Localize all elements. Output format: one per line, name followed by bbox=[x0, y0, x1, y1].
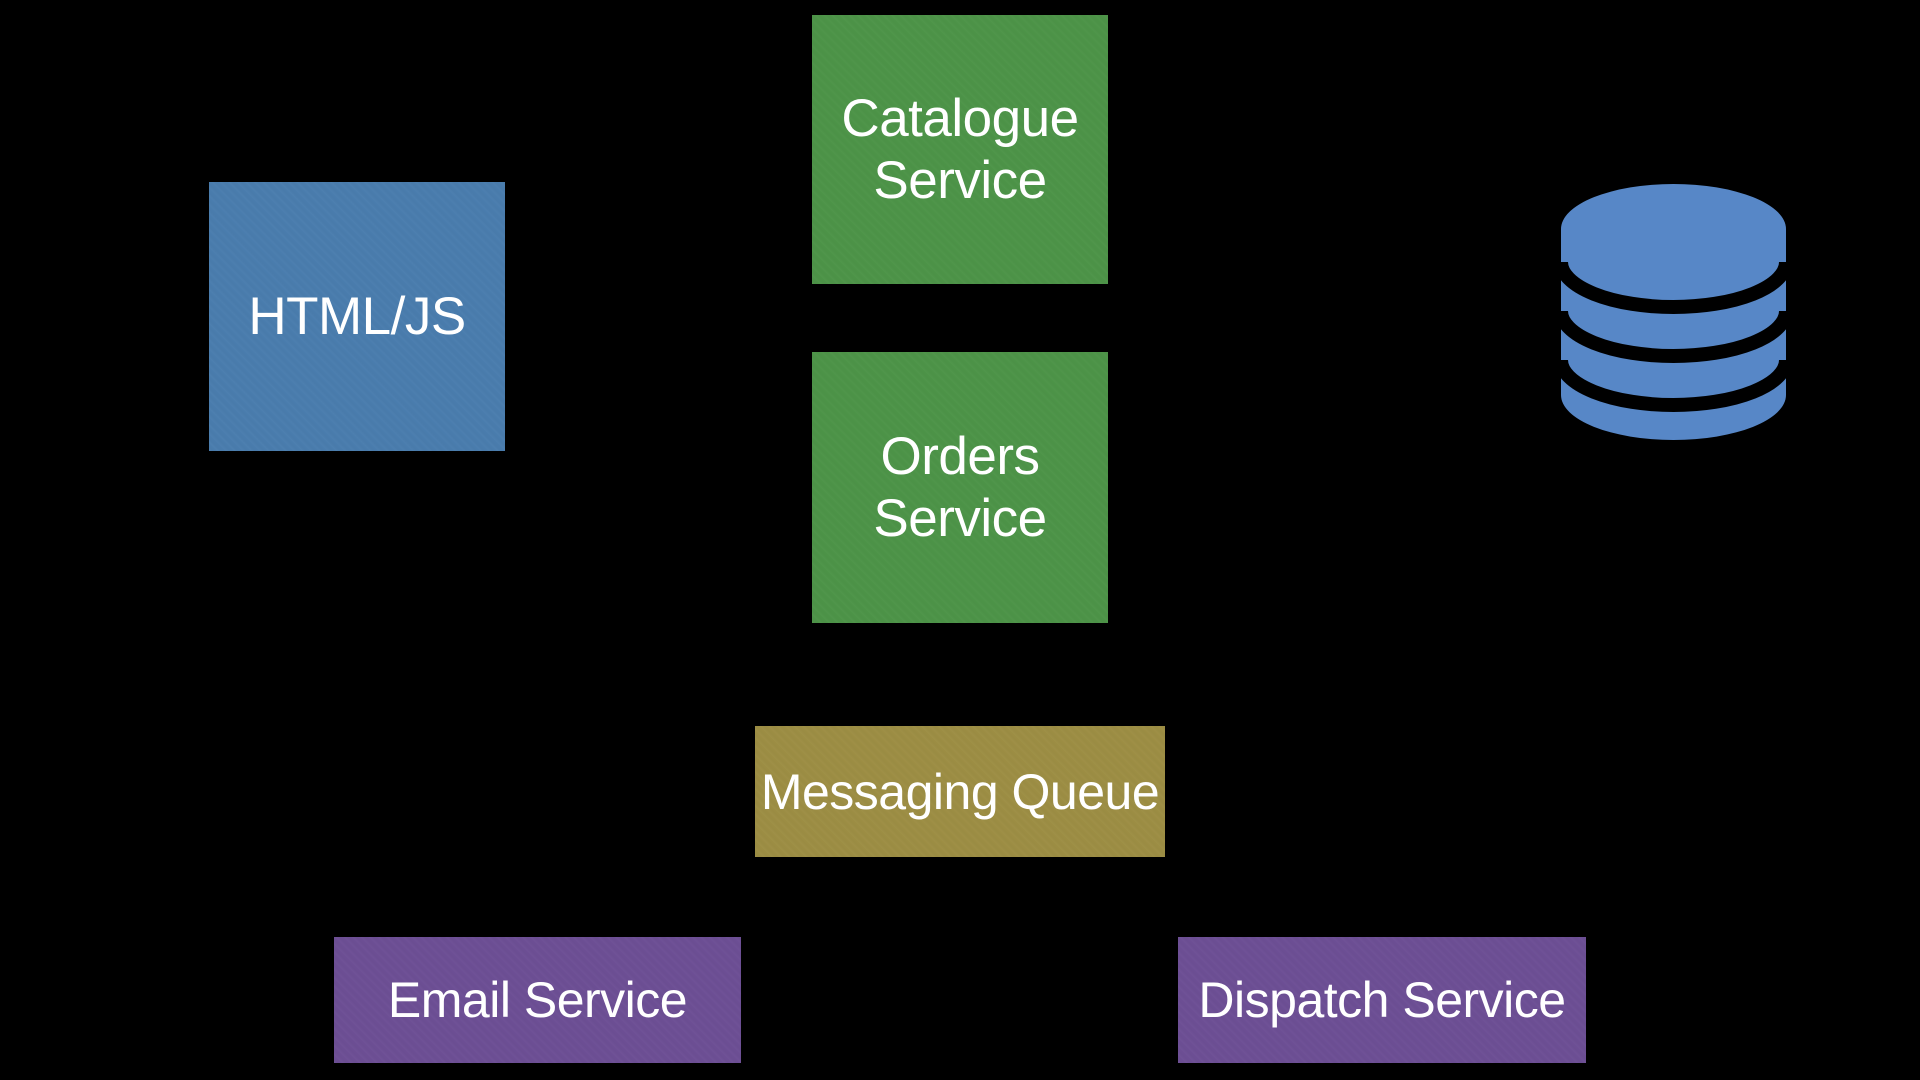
database-icon-separator bbox=[1560, 310, 1787, 363]
node-email-service: Email Service bbox=[334, 937, 741, 1063]
node-dispatch-service: Dispatch Service bbox=[1178, 937, 1586, 1063]
node-catalogue-service-label-line2: Service bbox=[873, 150, 1047, 210]
database-icon-separator bbox=[1560, 261, 1787, 314]
node-catalogue-service-label-line1: Catalogue bbox=[841, 89, 1079, 149]
node-catalogue-service: Catalogue Service bbox=[812, 15, 1108, 284]
node-dispatch-service-label: Dispatch Service bbox=[1198, 972, 1566, 1028]
node-html-js-label: HTML/JS bbox=[248, 287, 466, 346]
node-email-service-label: Email Service bbox=[387, 972, 688, 1028]
node-orders-service-label-line2: Service bbox=[873, 488, 1047, 548]
node-messaging-queue: Messaging Queue bbox=[755, 726, 1165, 857]
database-icon-separator bbox=[1560, 359, 1787, 412]
node-html-js: HTML/JS bbox=[209, 182, 505, 451]
node-orders-service: Orders Service bbox=[812, 352, 1108, 623]
node-orders-service-label-line1: Orders bbox=[880, 427, 1040, 487]
node-messaging-queue-label: Messaging Queue bbox=[760, 763, 1160, 820]
database-icon bbox=[1560, 184, 1787, 440]
